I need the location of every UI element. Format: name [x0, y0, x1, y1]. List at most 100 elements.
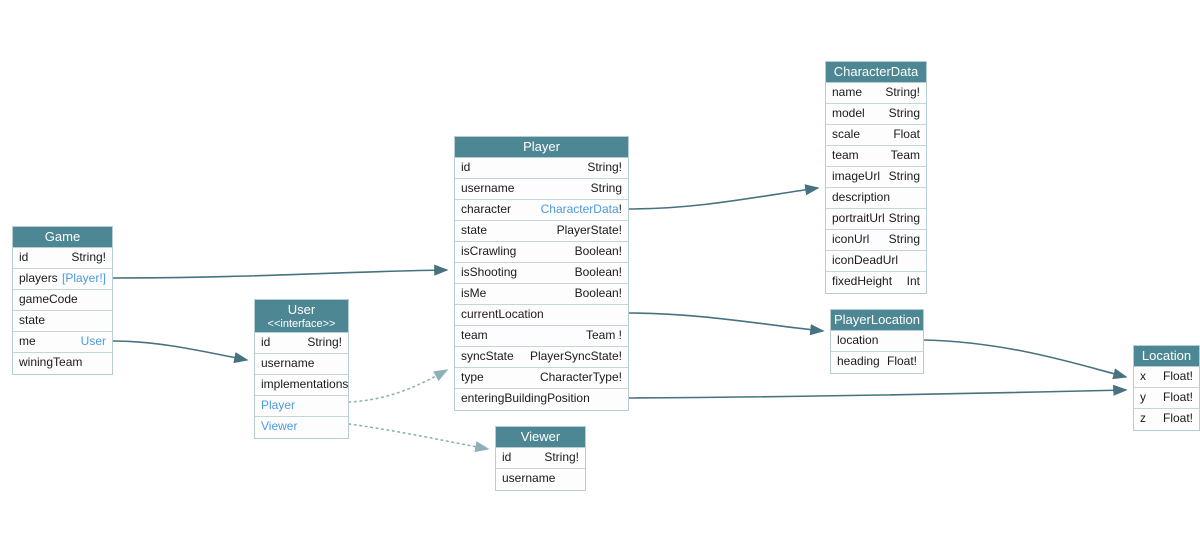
field-row[interactable]: descriptionString: [826, 188, 926, 209]
field-name: state: [19, 313, 46, 327]
field-row[interactable]: id String!: [496, 448, 585, 469]
field-row[interactable]: Viewer: [255, 417, 348, 438]
field-type: Float!: [1162, 390, 1193, 404]
field-name: winingTeam: [19, 355, 83, 369]
field-row[interactable]: name String!: [826, 83, 926, 104]
field-type: Float: [893, 127, 920, 141]
field-row[interactable]: character CharacterData!: [455, 200, 628, 221]
field-type: PlayerState!: [556, 223, 622, 237]
entity-header-player: Player: [455, 137, 628, 158]
field-name: Player: [261, 398, 296, 412]
field-row[interactable]: locationLocation!: [831, 331, 923, 352]
edge-game-me-to-user: [112, 340, 249, 364]
field-type: Boolean!: [574, 244, 622, 258]
field-row[interactable]: model String: [826, 104, 926, 125]
field-row[interactable]: me User: [13, 332, 112, 353]
entity-game[interactable]: GameidString!players[Player!]gameCodeStr…: [12, 226, 113, 375]
field-type: String!: [885, 85, 920, 99]
field-name: scale: [832, 127, 861, 141]
field-row[interactable]: syncState PlayerSyncState!: [455, 347, 628, 368]
edge-player-character-to-characterdata: [628, 184, 820, 210]
field-type: Team: [890, 148, 920, 162]
field-name: me: [19, 334, 36, 348]
edge-user-player-implementation: [348, 369, 449, 403]
field-type: String: [888, 211, 920, 225]
edge-game-players-to-player: [112, 264, 449, 279]
entity-playerlocation[interactable]: PlayerLocationlocationLocation!headingFl…: [830, 309, 924, 374]
field-name: syncState: [461, 349, 514, 363]
field-name: x: [1140, 369, 1146, 383]
field-name: isMe: [461, 286, 487, 300]
field-name: currentLocation: [461, 307, 544, 321]
field-row[interactable]: players[Player!]: [13, 269, 112, 290]
field-row[interactable]: enteringBuildingPositionLocation: [455, 389, 628, 410]
field-name: iconUrl: [832, 232, 870, 246]
field-row[interactable]: currentLocationPlayerLocation!: [455, 305, 628, 326]
field-type: String!: [307, 335, 342, 349]
field-row[interactable]: winingTeamTeam: [13, 353, 112, 374]
field-type: Float!: [886, 354, 917, 368]
field-type: String!: [544, 450, 579, 464]
field-type[interactable]: Location: [577, 408, 622, 410]
field-type[interactable]: User: [80, 334, 106, 348]
field-name: description: [832, 190, 891, 204]
field-name: imageUrl: [832, 169, 881, 183]
edge-player-currentlocation-to-playerlocation: [628, 312, 825, 336]
field-name: y: [1140, 390, 1146, 404]
field-name: team: [832, 148, 859, 162]
field-type: String: [888, 106, 920, 120]
field-row[interactable]: scale Float: [826, 125, 926, 146]
field-row[interactable]: iconDeadUrlString: [826, 251, 926, 272]
field-name: username: [502, 471, 556, 485]
field-name: type: [461, 370, 484, 384]
field-type: PlayerSyncState!: [529, 349, 622, 363]
field-name: gameCode: [19, 292, 78, 306]
field-row[interactable]: stateGameState!: [13, 311, 112, 332]
field-name: name: [832, 85, 863, 99]
field-row[interactable]: team Team: [826, 146, 926, 167]
field-type[interactable]: CharacterData!: [540, 202, 622, 216]
entity-title: User: [287, 302, 316, 317]
field-name: id: [261, 335, 271, 349]
field-row[interactable]: id String!: [255, 333, 348, 354]
field-name: id: [502, 450, 512, 464]
field-type: String: [590, 181, 622, 195]
field-type[interactable]: [Player!]: [61, 271, 106, 285]
field-type: Int: [906, 274, 920, 288]
field-name: username: [461, 181, 515, 195]
field-name: character: [461, 202, 512, 216]
field-row[interactable]: Player: [255, 396, 348, 417]
field-row[interactable]: isMe Boolean!: [455, 284, 628, 305]
field-name: model: [832, 106, 865, 120]
field-row[interactable]: implementations: [255, 375, 348, 396]
field-type: String: [548, 488, 579, 490]
field-row[interactable]: y Float!: [1134, 388, 1199, 409]
entity-header-playerlocation: PlayerLocation: [831, 310, 923, 331]
field-name: implementations: [261, 377, 348, 391]
field-type: Boolean!: [574, 286, 622, 300]
field-row[interactable]: username String: [455, 179, 628, 200]
entity-user[interactable]: User<<interface>>idString!usernameString…: [254, 299, 349, 439]
field-row[interactable]: gameCodeString!: [13, 290, 112, 311]
